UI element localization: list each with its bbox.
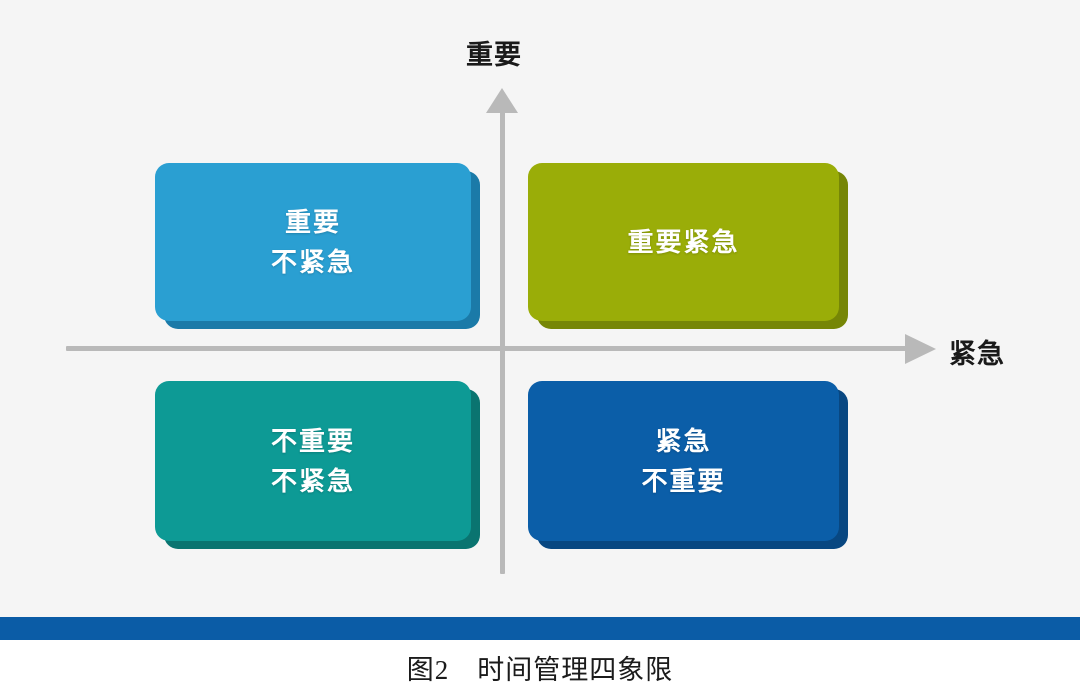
quadrant-face <box>155 163 471 321</box>
horizontal-axis-arrow-icon <box>905 334 936 364</box>
quadrant-face <box>528 163 839 321</box>
quadrant-label-line2: 不紧急 <box>270 466 355 496</box>
diagram-canvas: 重要 紧急 重要 不紧急 重要紧急 不重要 不紧急 <box>66 40 1005 574</box>
quadrant-label: 紧急 不重要 <box>641 421 725 502</box>
vertical-axis-line <box>500 106 505 574</box>
horizontal-rule <box>0 617 1080 640</box>
quadrant-label: 重要紧急 <box>627 222 739 262</box>
quadrant-label-line1: 不重要 <box>270 425 355 456</box>
quadrant-label: 重要 不紧急 <box>271 202 355 283</box>
quadrant-label-line1: 重要紧急 <box>627 226 740 257</box>
quadrant-not-important-not-urgent[interactable]: 不重要 不紧急 <box>155 381 480 549</box>
horizontal-axis-label: 紧急 <box>949 339 1005 369</box>
quadrant-label-line2: 不重要 <box>641 466 726 496</box>
vertical-axis-arrow-icon <box>486 88 518 113</box>
quadrant-important-urgent[interactable]: 重要紧急 <box>528 163 848 329</box>
quadrant-label-line1: 紧急 <box>655 425 712 456</box>
quadrant-urgent-not-important[interactable]: 紧急 不重要 <box>528 381 848 549</box>
vertical-axis-label: 重要 <box>466 40 522 70</box>
quadrant-face <box>155 381 471 541</box>
quadrant-face <box>528 381 839 541</box>
quadrant-label-line1: 重要 <box>284 206 341 237</box>
quadrant-label-line2: 不紧急 <box>270 247 355 277</box>
horizontal-axis-line <box>66 346 912 351</box>
quadrant-important-not-urgent[interactable]: 重要 不紧急 <box>155 163 480 329</box>
quadrant-label: 不重要 不紧急 <box>271 421 355 502</box>
figure-caption: 图2 时间管理四象限 <box>406 655 674 685</box>
